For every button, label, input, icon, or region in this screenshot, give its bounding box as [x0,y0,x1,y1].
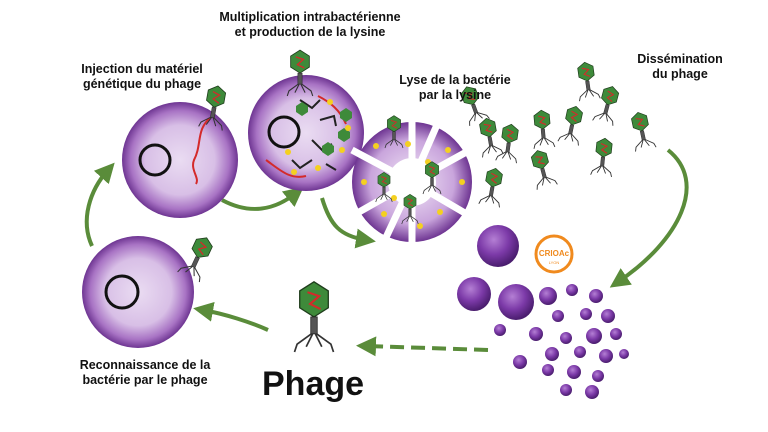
arrow-phage-to-reconnaissance [193,301,269,332]
arrow-reconnaissance-to-injection [84,162,115,247]
logo-text: CRIOAc [539,249,570,258]
logo-subtext: LYON [549,260,560,265]
bacterium-lyse [350,115,472,250]
arrow-dissemination-to-bacteria [609,148,689,288]
crioac-logo: CRIOAc LYON [534,234,574,274]
arrow-bacteria-to-phage-dashed [356,336,489,357]
bacterium-multiplication [248,49,364,191]
label-multiplication: Multiplication intrabactérienne et produ… [219,10,401,39]
bacteria-cluster [457,225,629,399]
bacterium-reconnaissance [82,232,219,348]
bacterium-injection [122,83,238,218]
phage-title: Phage [262,365,365,403]
label-reconnaissance: Reconnaissance de la bactérie par le pha… [79,358,211,387]
arrow-multiplication-to-lyse [320,197,376,249]
label-injection: Injection du matériel génétique du phage [81,62,203,91]
label-lyse: Lyse de la bactérie par la lysine [399,73,511,102]
arrow-injection-to-multiplication [221,186,304,211]
label-dissemination: Dissémination du phage [637,52,723,81]
phage-illustration [293,280,335,354]
